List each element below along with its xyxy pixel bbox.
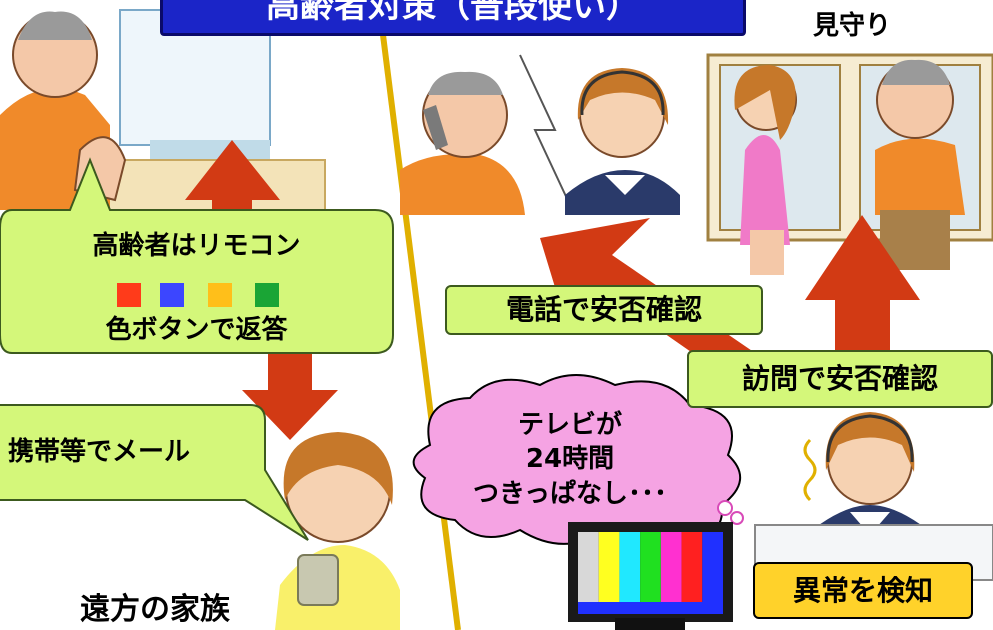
tv-thought-text: テレビが 24時間 つきっぱなし･･･ <box>420 408 720 511</box>
swatch-yellow <box>208 283 232 307</box>
watch-label: 見守り <box>813 11 892 41</box>
tv-color-bar <box>681 532 703 602</box>
tv-color-bar <box>598 532 620 602</box>
divider-line <box>380 34 461 630</box>
tv-thought-line1: テレビが <box>517 410 622 440</box>
family-scene <box>275 432 400 630</box>
remote-bubble-shape <box>0 157 394 354</box>
swatch-blue <box>160 283 184 307</box>
elderly-phone-scene <box>400 54 571 215</box>
operator-top-scene <box>565 68 680 215</box>
visit-check-label: 訪問で安否確認 <box>687 350 993 408</box>
tv-color-bar <box>640 532 661 602</box>
page-title: 高齢者対策（普段使い） <box>160 0 746 36</box>
remote-bubble-line2: 色ボタンで返答 <box>105 315 288 345</box>
operator-bottom-scene <box>754 412 993 581</box>
color-swatches <box>0 283 393 307</box>
visit-scene <box>706 53 993 275</box>
tv-color-bar <box>702 532 723 602</box>
arrow-down-to-family <box>242 345 338 440</box>
arrow-visit-check <box>805 215 920 400</box>
tv-color-bar <box>578 532 599 602</box>
elderly-tv-scene <box>0 9 326 211</box>
tv-thought-line2: 24時間 <box>525 444 615 475</box>
detect-anomaly-label: 異常を検知 <box>753 562 973 619</box>
tv-bottom-strip <box>578 602 723 614</box>
swatch-green <box>255 283 279 307</box>
mail-bubble-shape <box>0 404 309 541</box>
swatch-red <box>117 283 141 307</box>
remote-bubble-line1: 高齢者はリモコン <box>92 231 301 261</box>
phone-check-label: 電話で安否確認 <box>445 285 763 335</box>
tv-set <box>568 522 733 630</box>
arrow-up-to-elderly <box>185 140 280 225</box>
family-label: 遠方の家族 <box>80 592 230 627</box>
tv-color-bar <box>660 532 682 602</box>
tv-thought-line3: つきっぱなし･･･ <box>473 478 667 509</box>
mail-bubble-text: 携帯等でメール <box>8 437 191 467</box>
tv-color-bar <box>619 532 641 602</box>
